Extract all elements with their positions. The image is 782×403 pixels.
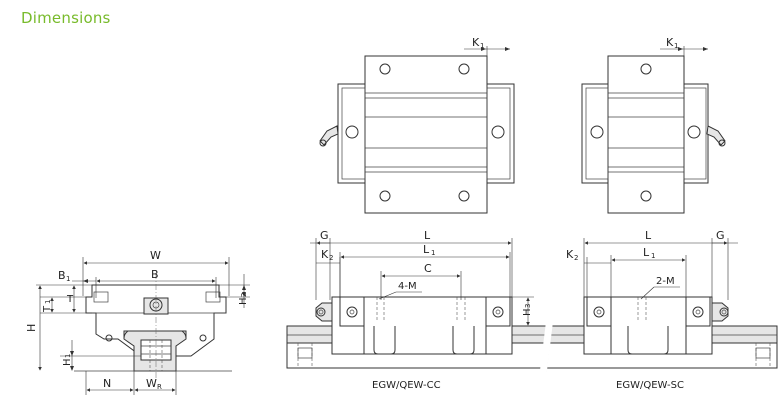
top-view-cc xyxy=(319,55,515,214)
t1-sub: 1 xyxy=(44,300,52,304)
h-label: H xyxy=(25,324,38,332)
k1-sub-sc: 1 xyxy=(674,42,678,50)
h1-sub: 1 xyxy=(64,354,72,358)
end-view xyxy=(74,273,232,378)
side-view-sc-dims: L G L 1 K 2 2-M xyxy=(566,229,738,300)
k2-label-cc: K xyxy=(321,248,329,261)
l1-label-sc: L xyxy=(643,246,650,259)
b1-label: B xyxy=(58,269,66,282)
k1-sub: 1 xyxy=(480,42,484,50)
two-m-label: 2-M xyxy=(656,276,675,287)
b1-sub: 1 xyxy=(66,275,70,283)
k1-dim-sc: K 1 xyxy=(660,36,708,60)
k2-sub-sc: 2 xyxy=(574,254,578,262)
caption-sc: EGW/QEW-SC xyxy=(616,380,684,391)
l-label-sc: L xyxy=(645,229,652,242)
wr-sub: R xyxy=(157,383,162,391)
caption-cc: EGW/QEW-CC xyxy=(372,380,441,391)
k2-sub-cc: 2 xyxy=(329,254,333,262)
l1-sub-sc: 1 xyxy=(651,252,655,260)
b-label: B xyxy=(151,268,159,281)
k2-label-sc: K xyxy=(566,248,574,261)
four-m-label: 4-M xyxy=(398,281,417,292)
h3-sub: 3 xyxy=(524,304,532,308)
top-view-sc xyxy=(581,55,726,214)
n-label: N xyxy=(103,377,111,390)
side-view-sc xyxy=(583,296,729,355)
h3-label: H xyxy=(522,308,533,316)
l-label-cc: L xyxy=(424,229,431,242)
c-label: C xyxy=(424,262,432,275)
h2-label: H xyxy=(238,297,249,305)
page-heading: Dimensions xyxy=(21,9,111,27)
k1-label-sc: K xyxy=(666,36,674,49)
end-view-dims: W B B 1 T 1 T H H 1 xyxy=(25,249,250,395)
k1-label: K xyxy=(472,36,480,49)
l1-label-cc: L xyxy=(423,243,430,256)
l1-sub-cc: 1 xyxy=(431,249,435,257)
side-view-cc-dims: L G L 1 K 2 C 4-M H 3 xyxy=(310,229,534,327)
wr-label: W xyxy=(146,377,157,390)
h2-sub: 2 xyxy=(240,293,248,297)
g-label-cc: G xyxy=(320,229,329,242)
t1-label: T xyxy=(42,305,53,313)
g-label-sc: G xyxy=(716,229,725,242)
t-label: T xyxy=(66,294,74,305)
k1-dim-cc: K 1 xyxy=(464,36,510,60)
h1-label: H xyxy=(62,358,73,366)
side-view-cc xyxy=(315,296,513,355)
w-label: W xyxy=(150,249,161,262)
